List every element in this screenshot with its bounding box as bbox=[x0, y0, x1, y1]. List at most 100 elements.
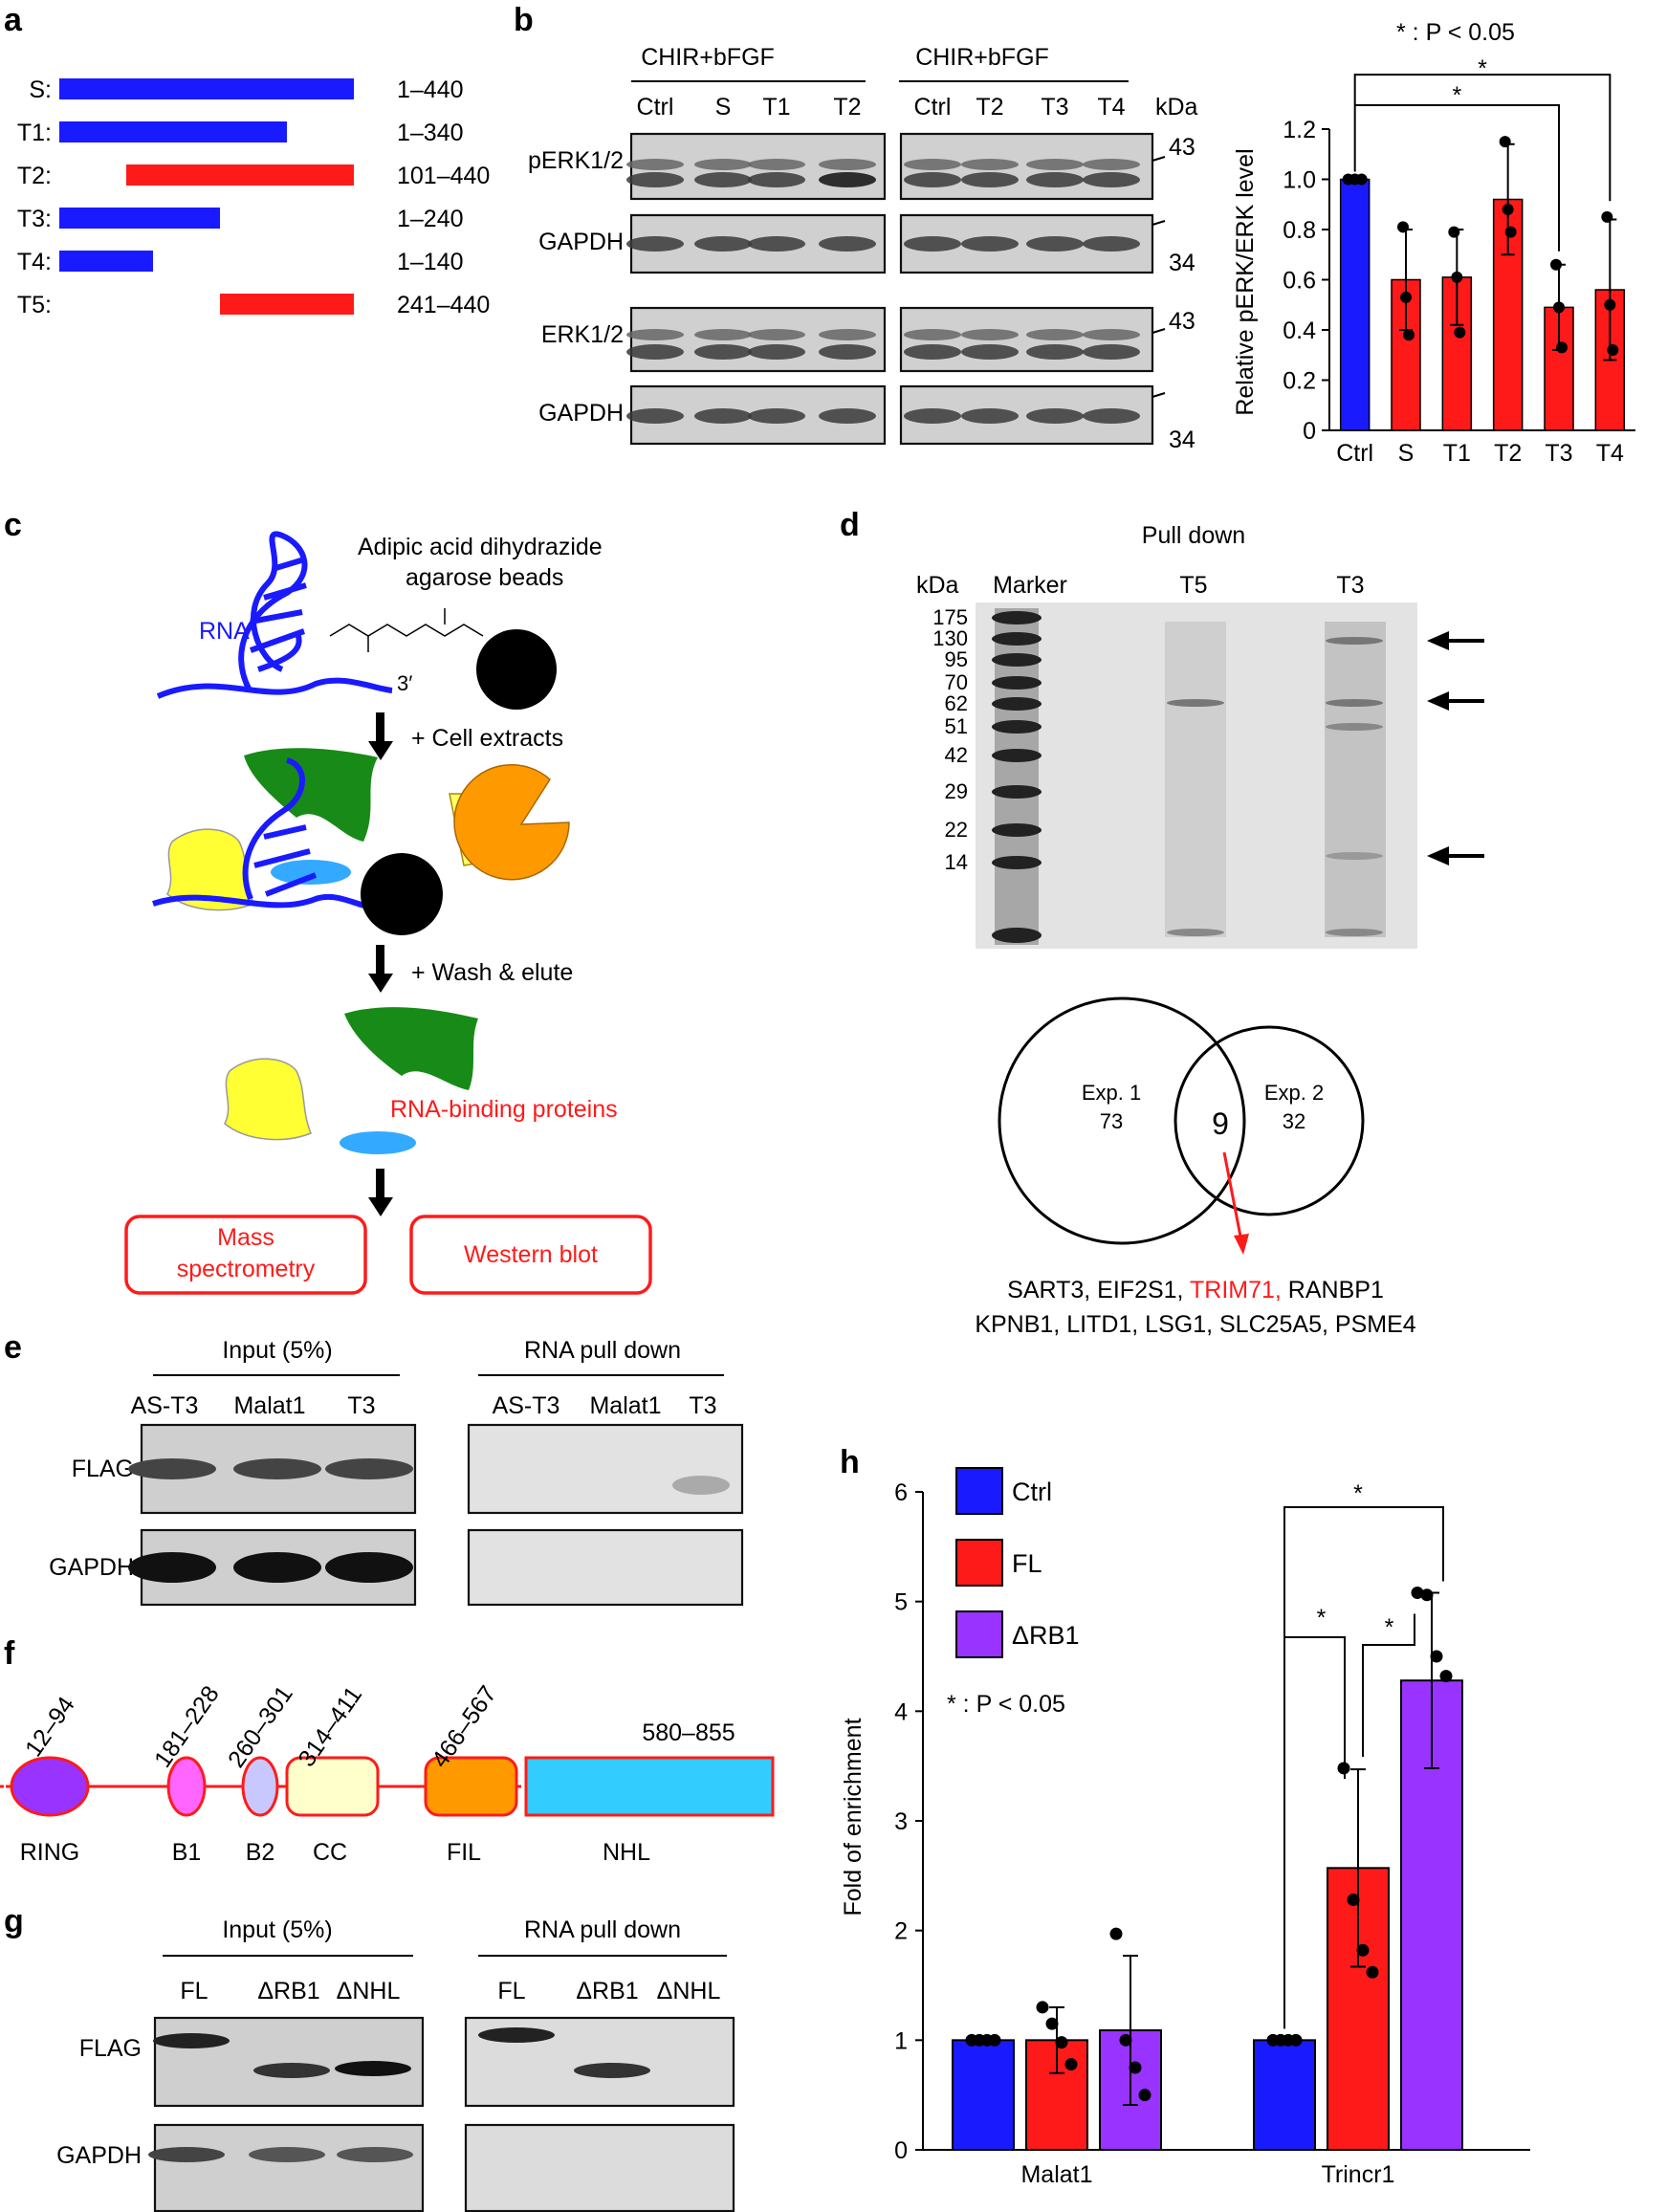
blot-band bbox=[128, 1552, 216, 1583]
marker-band bbox=[992, 676, 1042, 690]
blot-band bbox=[626, 329, 684, 340]
blot-membrane-input bbox=[153, 2123, 425, 2212]
marker-kda: 34 bbox=[1169, 427, 1195, 453]
marker-band bbox=[992, 785, 1042, 799]
input-title-g: Input (5%) bbox=[222, 1916, 332, 1943]
lane-label: FL bbox=[497, 1978, 525, 2004]
blot-band bbox=[961, 408, 1019, 424]
blot-band bbox=[748, 172, 805, 187]
legend-label: ΔRB1 bbox=[1012, 1621, 1080, 1650]
blot-band bbox=[1083, 172, 1140, 187]
bar bbox=[1339, 178, 1371, 431]
marker-band bbox=[992, 749, 1042, 762]
venn-overlap-count: 9 bbox=[1212, 1106, 1229, 1141]
marker-size-label: 29 bbox=[945, 779, 968, 803]
blot-band bbox=[626, 159, 684, 170]
x-tick-label: T2 bbox=[1494, 440, 1522, 467]
gel-band bbox=[1167, 699, 1224, 707]
blot-band bbox=[626, 236, 684, 252]
legend-label: Ctrl bbox=[1012, 1478, 1052, 1506]
blot-band bbox=[1083, 159, 1140, 170]
marker-tick bbox=[1152, 328, 1166, 334]
arrow-step1 bbox=[368, 712, 393, 760]
venn-exp2-label: Exp. 2 bbox=[1264, 1081, 1324, 1105]
blot-band bbox=[694, 159, 752, 170]
mass-spec-line2: spectrometry bbox=[177, 1256, 316, 1282]
rbp-label: RNA-binding proteins bbox=[390, 1096, 618, 1123]
panel-label-f: f bbox=[4, 1635, 15, 1672]
lane-label: Ctrl bbox=[637, 94, 674, 120]
data-point bbox=[1550, 258, 1562, 271]
trim71-domain-map: RING12–94B1181–228B2260–301CC314–411FIL4… bbox=[0, 1681, 775, 1866]
blot-band bbox=[819, 408, 876, 424]
venn-exp1-label: Exp. 1 bbox=[1082, 1081, 1141, 1105]
construct-bar bbox=[59, 78, 354, 99]
data-point bbox=[988, 2033, 1001, 2047]
data-point bbox=[1347, 1894, 1360, 1907]
significance-bracket bbox=[1353, 74, 1612, 202]
pulldown-title-e: RNA pull down bbox=[524, 1337, 681, 1364]
data-point bbox=[1454, 326, 1466, 339]
green-protein bbox=[244, 748, 378, 842]
y-axis-label: Fold of enrichment bbox=[840, 1718, 866, 1916]
marker-kda: 43 bbox=[1169, 308, 1195, 335]
significance-star: * bbox=[1452, 82, 1461, 109]
blot-band bbox=[819, 236, 876, 252]
data-point bbox=[1356, 1943, 1370, 1957]
data-point bbox=[1036, 2001, 1049, 2014]
blot-band bbox=[961, 344, 1019, 360]
data-point bbox=[1138, 2089, 1152, 2102]
blue-protein bbox=[271, 860, 351, 885]
data-point bbox=[1366, 1965, 1379, 1979]
data-point bbox=[1129, 2061, 1142, 2074]
venn-circle-exp2 bbox=[1173, 1025, 1365, 1216]
venn-circle-exp1 bbox=[998, 996, 1246, 1245]
y-axis-label: Relative pERK/ERK level bbox=[1232, 148, 1259, 415]
construct-range: 1–340 bbox=[397, 120, 464, 146]
blot-band bbox=[128, 1458, 216, 1479]
lane-label: Malat1 bbox=[589, 1392, 661, 1419]
construct-bar bbox=[59, 208, 220, 229]
domain-shape bbox=[241, 1756, 279, 1817]
marker-size-label: 51 bbox=[945, 714, 968, 738]
significance-star: * bbox=[1478, 55, 1487, 82]
legend-swatch bbox=[955, 1467, 1003, 1515]
lane-label: T3 bbox=[1041, 94, 1068, 120]
gel-band bbox=[1326, 852, 1383, 860]
blot-band bbox=[904, 344, 961, 360]
data-point bbox=[1400, 291, 1412, 303]
construct-bar bbox=[126, 164, 354, 186]
construct-name: T4: bbox=[17, 249, 52, 275]
arrow-step3 bbox=[368, 1169, 393, 1216]
blot-band bbox=[153, 2033, 230, 2048]
significance-bracket bbox=[1362, 1613, 1415, 1757]
construct-range: 101–440 bbox=[397, 163, 490, 189]
lane-label: ΔNHL bbox=[657, 1978, 721, 2004]
bar bbox=[1253, 2039, 1316, 2151]
blot-band bbox=[904, 329, 961, 340]
blot-band bbox=[1083, 344, 1140, 360]
gel-lane-label: T5 bbox=[1179, 572, 1207, 599]
domain-name: RING bbox=[20, 1839, 80, 1866]
domain-name: B1 bbox=[172, 1839, 202, 1866]
data-point bbox=[1403, 329, 1415, 341]
blot-band bbox=[904, 172, 961, 187]
panel-label-e: e bbox=[4, 1329, 22, 1366]
gene-list-line2: KPNB1, LITD1, LSG1, SLC25A5, PSME4 bbox=[975, 1311, 1415, 1338]
domain-shape bbox=[524, 1756, 775, 1817]
data-point bbox=[1055, 2036, 1068, 2049]
blot-band bbox=[626, 172, 684, 187]
eluted-green-protein bbox=[344, 1007, 478, 1090]
construct-name: T1: bbox=[17, 120, 52, 146]
x-tick-label: Ctrl bbox=[1336, 440, 1373, 467]
blot-band bbox=[961, 172, 1019, 187]
marker-size-label: 95 bbox=[945, 647, 968, 671]
kda-label: kDa bbox=[1155, 94, 1198, 120]
agarose-bead-top bbox=[476, 629, 557, 710]
blot-row-label: GAPDH bbox=[49, 1554, 134, 1581]
lane-label: T4 bbox=[1097, 94, 1125, 120]
